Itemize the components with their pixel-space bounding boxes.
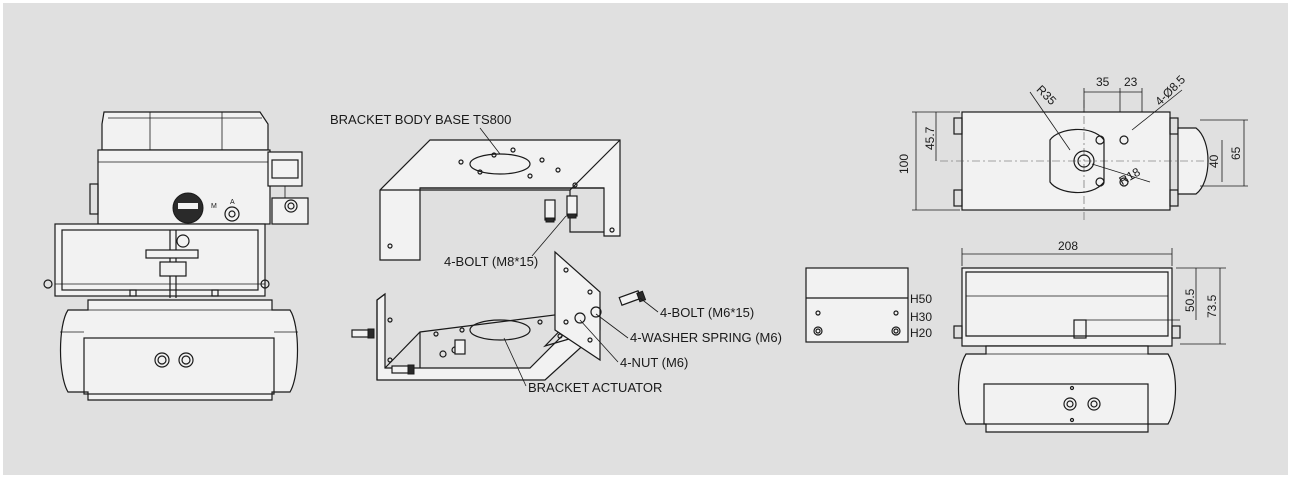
- dim-40: 40: [1207, 154, 1221, 168]
- dim-50-5: 50.5: [1183, 288, 1197, 312]
- label-h50: H50: [910, 292, 932, 306]
- positioner-assembly-view: M A: [43, 111, 309, 401]
- height-bracket-outline: [805, 267, 909, 343]
- label-h20: H20: [910, 326, 932, 340]
- label-bracket-actuator: BRACKET ACTUATOR: [528, 380, 662, 395]
- label-bolt-m6: 4-BOLT (M6*15): [660, 305, 754, 320]
- dim-65: 65: [1229, 146, 1243, 160]
- label-bolt-m8: 4-BOLT (M8*15): [444, 254, 538, 269]
- label-nut-m6: 4-NUT (M6): [620, 355, 688, 370]
- dim-208: 208: [1058, 239, 1078, 253]
- label-bracket-body-base: BRACKET BODY BASE TS800: [330, 112, 511, 127]
- bracket-height-view: H50 H30 H20: [805, 267, 932, 343]
- label-h30: H30: [910, 310, 932, 324]
- dim-23: 23: [1124, 75, 1138, 89]
- bracket-front-view: 208 50.5 73.5: [953, 239, 1226, 433]
- dim-r35: R35: [1034, 82, 1060, 108]
- actuator-body: [59, 299, 299, 401]
- dim-73-5: 73.5: [1205, 294, 1219, 318]
- dim-35: 35: [1096, 75, 1110, 89]
- positioner-bracket: [54, 223, 266, 297]
- exploded-bracket-view: [351, 139, 647, 381]
- svg-text:A: A: [230, 199, 235, 206]
- callouts: BRACKET BODY BASE TS800 4-BOLT (M8*15) 4…: [330, 112, 782, 395]
- bracket-side-plate: [554, 250, 601, 362]
- front-view-bracket: [961, 267, 1173, 347]
- front-view-actuator: [957, 345, 1177, 433]
- bracket-body-base: [379, 139, 621, 261]
- svg-text:M: M: [211, 203, 217, 210]
- bracket-top-view: 35 23 4-Ø8.5 R35 R18 100 45.7 40 65: [897, 72, 1248, 220]
- dim-hole: 4-Ø8.5: [1152, 72, 1188, 108]
- dim-45-7: 45.7: [923, 126, 937, 150]
- label-washer-spring: 4-WASHER SPRING (M6): [630, 330, 782, 345]
- dim-100: 100: [897, 154, 911, 174]
- pressure-gauge: [267, 151, 303, 187]
